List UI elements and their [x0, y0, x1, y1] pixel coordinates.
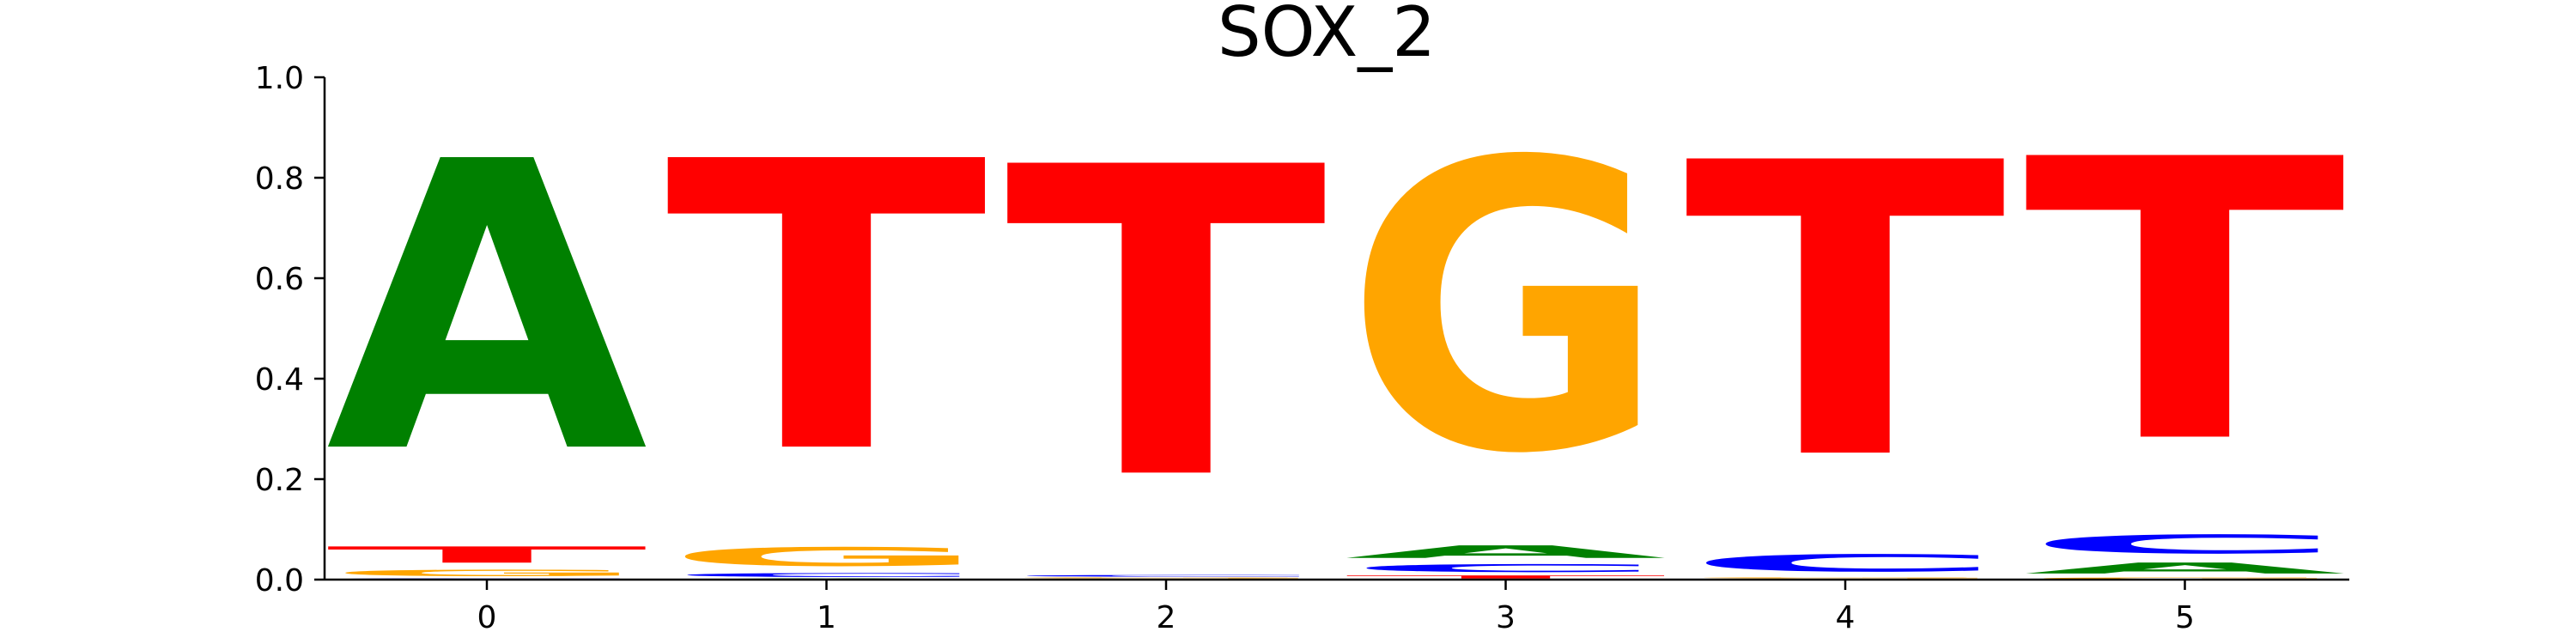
logo-letter-t-pos-5: T: [2024, 79, 2348, 528]
logo-letter-t-pos-2: T: [1005, 78, 1330, 573]
y-tick-label: 0.6: [255, 262, 304, 297]
logo-letter-c-pos-5: C: [2024, 530, 2346, 560]
logo-letter-a-pos-0: A: [326, 77, 651, 540]
chart-title: SOX_2: [1218, 0, 1436, 72]
y-tick-label: 0.8: [255, 161, 304, 197]
x-ticks: 0 1 2 3 4 5: [477, 580, 2195, 635]
logo-letter-c-pos-2: C: [1005, 574, 1327, 577]
logo-letter-g-pos-4: G: [1685, 577, 2007, 579]
logo-letter-g-pos-3: G: [1345, 78, 1667, 540]
logo-letter-a-pos-5: A: [2024, 560, 2348, 577]
logo-letter-g-pos-5: G: [2024, 577, 2346, 580]
logo-letter-t-pos-0: T: [326, 542, 651, 568]
x-tick-label: 0: [477, 600, 497, 635]
x-tick-label: 4: [1836, 600, 1856, 635]
logo-letter-c-pos-1: C: [665, 572, 987, 578]
logo-letter-a-pos-3: A: [1345, 542, 1669, 562]
y-tick-label: 0.4: [255, 362, 304, 398]
x-tick-label: 5: [2175, 600, 2195, 635]
logo-letter-t-pos-1: T: [665, 77, 990, 540]
logo-letter-t-pos-3: T: [1345, 574, 1669, 580]
y-tick-label: 0.2: [255, 463, 304, 498]
y-tick-label: 0.0: [255, 563, 304, 598]
y-ticks: 0.0 0.2 0.4 0.6 0.8 1.0: [255, 61, 325, 598]
logo-letter-g-pos-2: G: [1005, 577, 1327, 579]
x-tick-label: 2: [1157, 600, 1176, 635]
logo-letter-c-pos-3: C: [1345, 562, 1667, 575]
logo-letter-t-pos-4: T: [1685, 78, 2009, 549]
logo-letter-c-pos-4: C: [1685, 550, 2007, 577]
y-tick-label: 1.0: [255, 61, 304, 96]
x-tick-label: 1: [817, 600, 836, 635]
logo-letter-g-pos-0: G: [326, 568, 648, 579]
logo-letter-g-pos-1: G: [665, 542, 987, 572]
axes: [323, 77, 2349, 581]
x-tick-label: 3: [1496, 600, 1516, 635]
